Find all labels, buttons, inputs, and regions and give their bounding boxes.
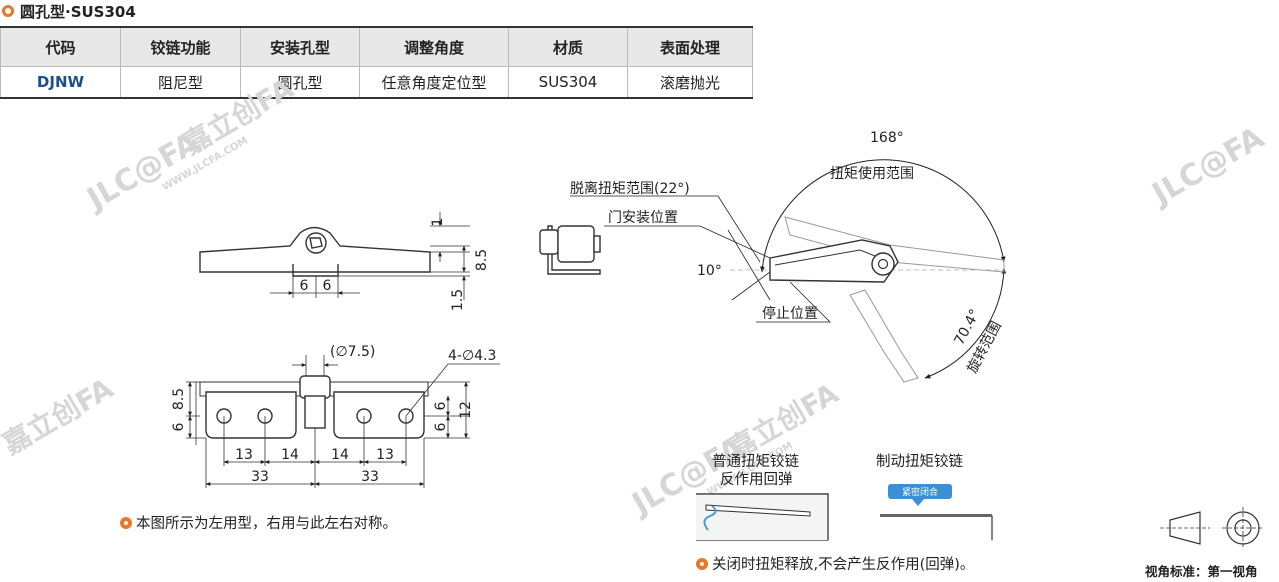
table-header-row: 代码 铰链功能 安装孔型 调整角度 材质 表面处理 <box>0 26 753 67</box>
dim-6: 6 <box>300 278 309 294</box>
dim-14: 14 <box>281 447 299 463</box>
note-release-text: 关闭时扭矩释放,不会产生反作用(回弹)。 <box>712 557 975 573</box>
note-release: 关闭时扭矩释放,不会产生反作用(回弹)。 <box>696 553 974 574</box>
hinge-knuckle <box>299 375 331 399</box>
label-stop-position: 停止位置 <box>762 305 818 322</box>
section-title: 圆孔型·SUS304 <box>0 0 136 22</box>
normal-title-2: 反作用回弹 <box>720 471 793 488</box>
range-arc-70 <box>924 267 1007 379</box>
dim-6: 6 <box>323 278 332 294</box>
label-torque-range: 扭矩使用范围 <box>830 165 914 182</box>
watermark-1: JLC@FA 嘉立创FA WWW.JLCFA.COM <box>80 72 300 218</box>
section-title-text: 圆孔型·SUS304 <box>20 2 136 21</box>
rebound-arrow-icon <box>703 505 717 531</box>
note-left-hand: 本图所示为左用型，右用与此左右对称。 <box>120 512 397 533</box>
table-cell: 任意角度定位型 <box>359 66 509 99</box>
dim-33: 33 <box>251 469 269 485</box>
table-cell: SUS304 <box>508 66 628 99</box>
watermark-cn: 嘉立创FA <box>0 372 119 462</box>
circle-bullet-icon <box>2 5 14 17</box>
watermark-2: JLC@FA <box>1145 120 1271 213</box>
dim-6: 6 <box>433 422 449 431</box>
bullet-icon <box>120 516 132 529</box>
label-detach-range: 脱离扭矩范围(22°) <box>570 180 690 197</box>
note-left-hand-text: 本图所示为左用型，右用与此左右对称。 <box>136 516 397 532</box>
label-10-deg: 10° <box>697 263 722 279</box>
front-view: 1 8.5 1.5 6 6 <box>199 212 490 311</box>
compare-brake: 制动扭矩铰链 紧密闭合 <box>876 452 993 540</box>
dim-12: 12 <box>458 401 474 419</box>
dim-1-5: 1.5 <box>450 289 466 311</box>
label-door-position: 门安装位置 <box>608 210 678 226</box>
table-cell: 圆孔型 <box>240 66 360 99</box>
col-header: 调整角度 <box>359 26 509 67</box>
col-header: 材质 <box>508 26 628 67</box>
dim-pin-dia: (∅7.5) <box>330 344 375 360</box>
side-view <box>539 225 601 275</box>
bullet-icon <box>696 557 708 570</box>
dim-hole-dia: 4-∅4.3 <box>448 348 496 364</box>
top-view: (∅7.5) 4-∅4.3 8.5 6 12 6 6 13 14 14 13 3… <box>171 344 500 488</box>
col-header: 代码 <box>0 26 121 67</box>
watermark-logo: JLC@FA <box>1145 120 1271 213</box>
dim-13: 13 <box>376 447 394 463</box>
dim-8-5: 8.5 <box>474 249 490 271</box>
dim-6: 6 <box>433 401 449 410</box>
table-cell: 滚磨抛光 <box>627 66 753 99</box>
brake-title: 制动扭矩铰链 <box>876 452 963 470</box>
watermark-3: 嘉立创FA <box>0 372 119 462</box>
view-standard-label: 视角标准：第一视角 <box>1145 564 1258 579</box>
hinge-barrel <box>304 395 326 429</box>
range-arc-168 <box>760 159 1006 273</box>
normal-title-1: 普通扭矩铰链 <box>712 452 799 470</box>
table-row: DJNW 阻尼型 圆孔型 任意角度定位型 SUS304 滚磨抛光 <box>0 66 753 99</box>
dim-6: 6 <box>171 422 187 431</box>
label-168-deg: 168° <box>870 130 904 146</box>
dim-14: 14 <box>331 447 349 463</box>
dim-8-5: 8.5 <box>171 388 187 410</box>
angle-view: 脱离扭矩范围(22°) 门安装位置 10° 停止位置 168° 扭矩使用范围 7… <box>570 130 1007 383</box>
table-cell: 阻尼型 <box>120 66 241 99</box>
hinge-leaf-right <box>333 391 425 439</box>
spec-table: 代码 铰链功能 安装孔型 调整角度 材质 表面处理 DJNW 阻尼型 圆孔型 任… <box>0 26 753 99</box>
table-cell-code: DJNW <box>0 66 121 99</box>
col-header: 铰链功能 <box>120 26 241 67</box>
hinge-leaf-left <box>205 391 297 439</box>
closed-badge <box>888 484 952 499</box>
closed-badge-text: 紧密闭合 <box>902 486 938 498</box>
compare-normal: 普通扭矩铰链 反作用回弹 <box>696 452 829 541</box>
dim-13: 13 <box>235 447 253 463</box>
dim-1: 1 <box>430 218 446 227</box>
col-header: 表面处理 <box>627 26 753 67</box>
first-angle-symbol <box>1160 507 1264 549</box>
dim-33: 33 <box>361 469 379 485</box>
